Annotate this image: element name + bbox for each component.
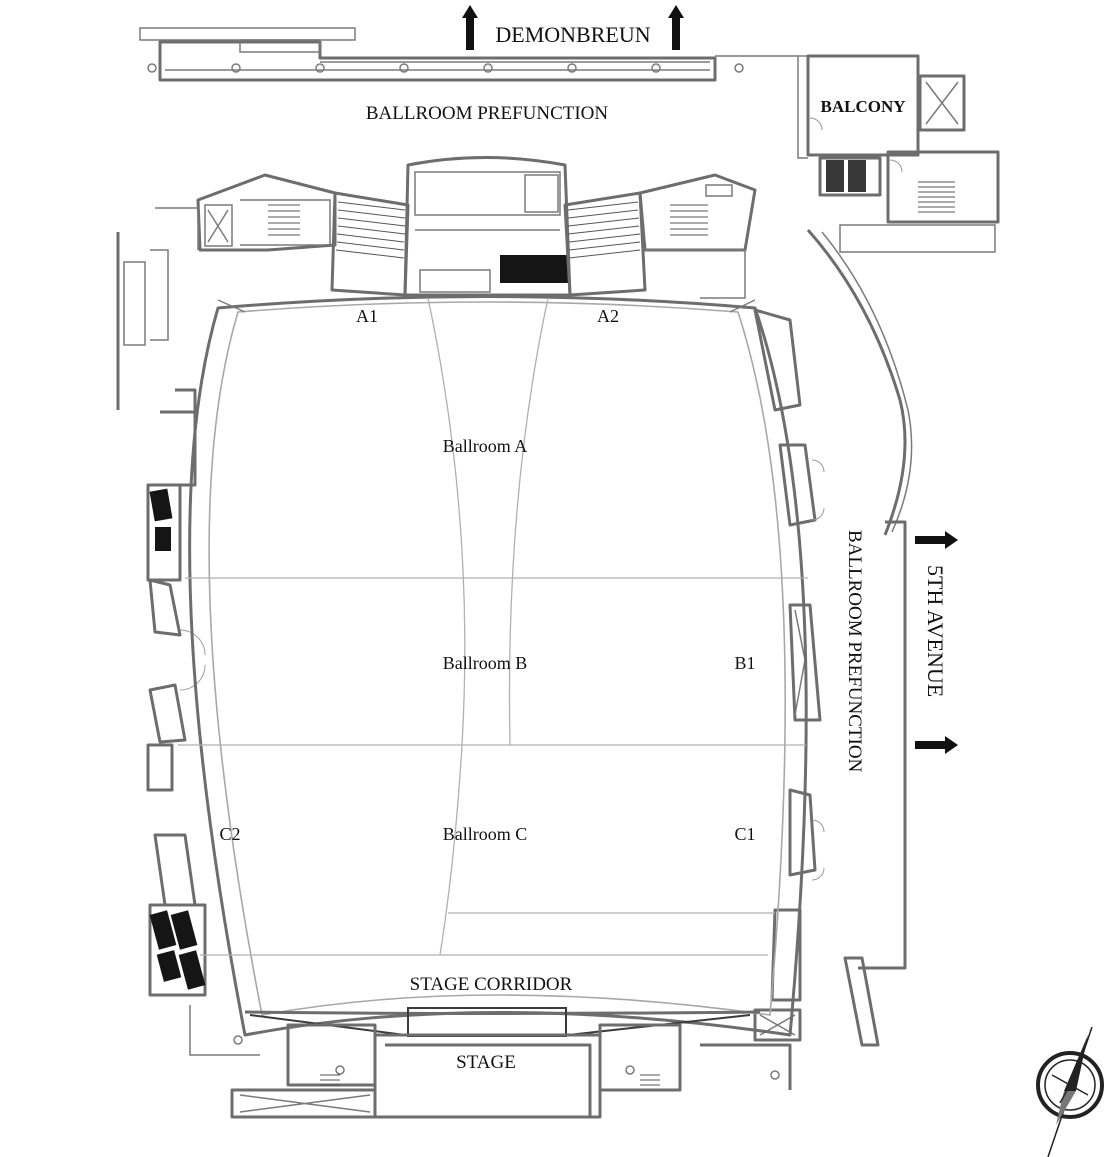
ballroom-dividers — [178, 297, 808, 956]
east-arrow-bottom-icon — [915, 736, 958, 754]
section-c2-label: C2 — [219, 824, 240, 844]
stage-area — [189, 1005, 792, 1119]
section-b1-label: B1 — [734, 653, 755, 673]
north-arrow-right-icon — [668, 5, 684, 50]
ballroom-outline — [188, 295, 808, 1037]
street-label-north: DEMONBREUN — [495, 22, 650, 47]
north-service-core — [196, 156, 757, 299]
prefunction-north-label: BALLROOM PREFUNCTION — [366, 103, 609, 124]
north-arrow-compass-icon — [1036, 1026, 1104, 1157]
section-a2-label: A2 — [597, 306, 619, 326]
ballroom-c-label: Ballroom C — [443, 824, 528, 844]
north-arrow-left-icon — [462, 5, 478, 50]
ballroom-a-label: Ballroom A — [443, 436, 528, 456]
north-facade — [139, 27, 808, 82]
street-label-east: 5TH AVENUE — [923, 565, 948, 697]
east-curved-wall — [806, 229, 913, 1047]
west-service-strip — [116, 207, 207, 997]
east-arrow-top-icon — [915, 531, 958, 549]
stage-corridor-label: STAGE CORRIDOR — [410, 974, 573, 995]
stage-label: STAGE — [456, 1052, 516, 1073]
balcony-label: BALCONY — [820, 97, 905, 116]
section-c1-label: C1 — [734, 824, 755, 844]
section-a1-label: A1 — [356, 306, 378, 326]
ballroom-b-label: Ballroom B — [443, 653, 528, 673]
east-service-strip — [753, 308, 825, 1042]
prefunction-east-label: BALLROOM PREFUNCTION — [844, 530, 865, 773]
balcony-block — [797, 54, 1000, 253]
